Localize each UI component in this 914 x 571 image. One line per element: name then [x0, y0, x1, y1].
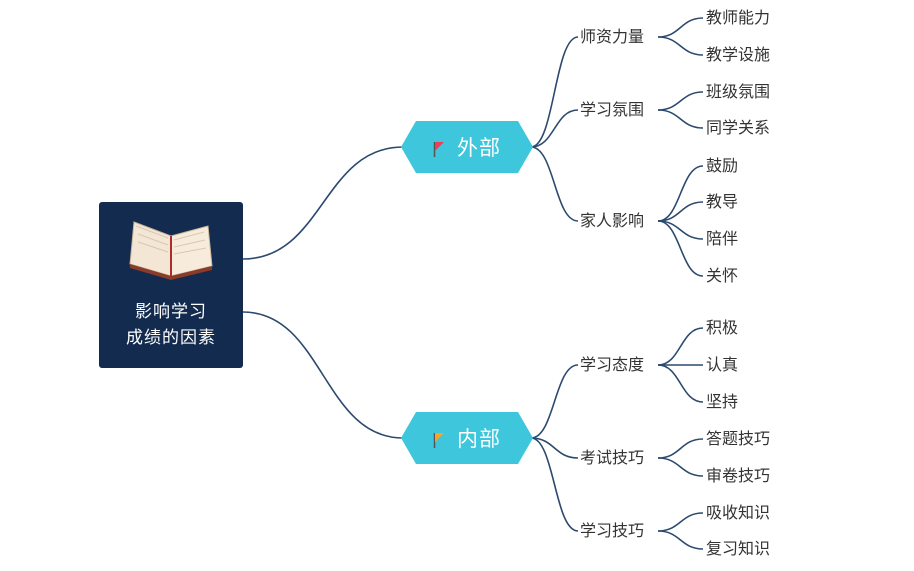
connector-external-sub [530, 146, 579, 222]
leaf-serious[interactable]: 认真 [706, 355, 739, 374]
leaf-encourage[interactable]: 鼓励 [706, 156, 739, 175]
connector-sub-leaf [657, 512, 704, 532]
connector-sub-leaf [657, 364, 704, 403]
connector-internal-sub [530, 364, 579, 439]
leaf-paper-review-skills[interactable]: 审卷技巧 [706, 466, 771, 485]
connector-internal-sub [530, 437, 579, 532]
connector-sub-leaf [657, 36, 704, 56]
connector-external-sub [530, 109, 579, 148]
leaf-positive[interactable]: 积极 [706, 318, 739, 337]
branch-label: 内部 [457, 427, 501, 451]
connector-sub-leaf [657, 530, 704, 550]
connector-sub-leaf [657, 201, 704, 222]
open-book-icon [129, 221, 213, 280]
connector-root-external [242, 146, 404, 260]
orange-flag-icon [433, 433, 444, 448]
leaf-teaching-facilities[interactable]: 教学设施 [706, 45, 771, 64]
subtopic-teaching-staff[interactable]: 师资力量 [580, 27, 645, 46]
subtopic-family-influence[interactable]: 家人影响 [580, 211, 645, 230]
subtopic-learning-attitude[interactable]: 学习态度 [580, 355, 645, 374]
branch-external[interactable]: 外部 [401, 121, 533, 173]
leaf-class-atmosphere[interactable]: 班级氛围 [706, 82, 771, 101]
root-title-line1: 影响学习 [135, 302, 207, 322]
connector-sub-leaf [657, 17, 704, 38]
leaf-absorb-knowledge[interactable]: 吸收知识 [706, 503, 771, 522]
connector-internal-sub [530, 437, 579, 459]
connector-sub-leaf [657, 109, 704, 129]
root-title-line2: 成绩的因素 [126, 328, 216, 348]
leaf-answering-skills[interactable]: 答题技巧 [706, 429, 771, 448]
connector-sub-leaf [657, 457, 704, 477]
subtopic-learning-atmosphere[interactable]: 学习氛围 [580, 100, 645, 119]
branch-label: 外部 [457, 136, 501, 160]
leaf-review-knowledge[interactable]: 复习知识 [706, 539, 771, 558]
connector-sub-leaf [657, 327, 704, 366]
leaf-classmate-relations[interactable]: 同学关系 [706, 118, 771, 137]
subtopic-study-skills[interactable]: 学习技巧 [580, 521, 645, 540]
connector-root-internal [242, 311, 404, 439]
connector-sub-leaf [657, 91, 704, 111]
subtopic-exam-skills[interactable]: 考试技巧 [580, 448, 645, 467]
leaf-guide[interactable]: 教导 [706, 192, 739, 211]
connector-sub-leaf [657, 220, 704, 277]
leaf-accompany[interactable]: 陪伴 [706, 229, 739, 248]
connector-sub-leaf [657, 438, 704, 459]
connector-sub-leaf [657, 165, 704, 222]
red-flag-icon [433, 142, 444, 157]
leaf-teacher-ability[interactable]: 教师能力 [706, 8, 771, 27]
leaf-persist[interactable]: 坚持 [706, 392, 739, 411]
connector-external-sub [530, 36, 579, 148]
leaf-care[interactable]: 关怀 [706, 266, 739, 285]
root-topic[interactable]: 影响学习 成绩的因素 [99, 202, 243, 368]
branch-internal[interactable]: 内部 [401, 412, 533, 464]
